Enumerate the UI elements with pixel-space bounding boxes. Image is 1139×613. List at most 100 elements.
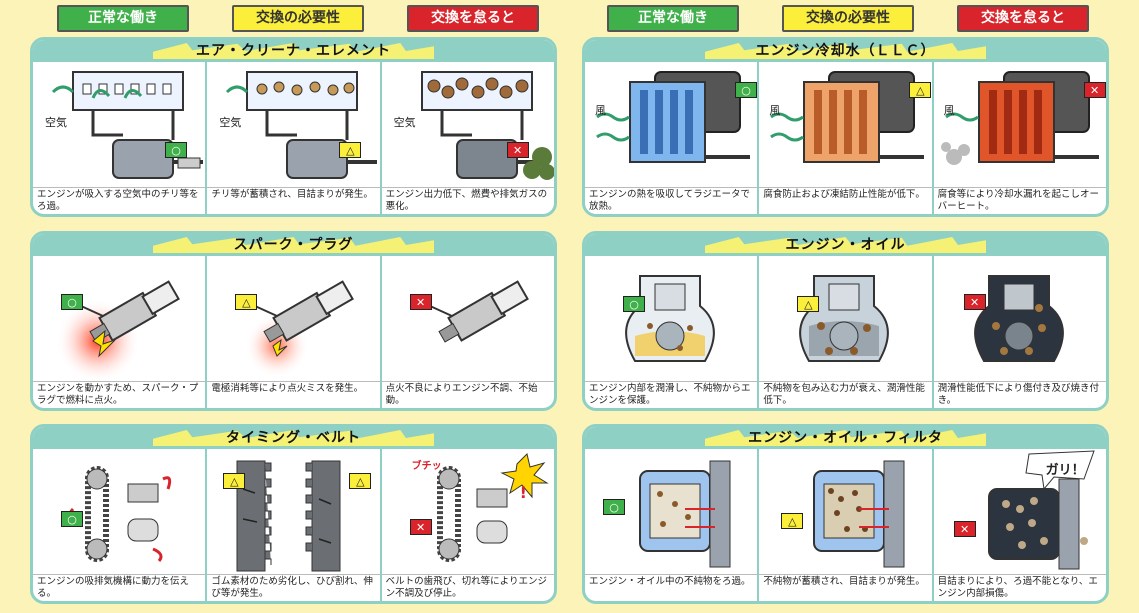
cell-normal: ○ エンジンを動かすため、スパーク・プラグで燃料に点火。 <box>33 256 208 408</box>
panel-coolant: エンジン冷却水（ＬＬＣ） 風 ○ エンジンの熱を吸収してラジエータで放熱。 風 <box>582 37 1109 217</box>
exclamation-label: ! <box>519 483 527 502</box>
warn-sign-icon: △ <box>781 513 804 529</box>
spark-plug-worn-illustration <box>245 280 355 378</box>
cell-need: △ △ ゴム素材のため劣化し、ひび割れ、伸び等が発生。 <box>207 449 382 601</box>
caption-neglect: 腐食等により冷却水漏れを起こしオーバーヒート。 <box>933 187 1106 214</box>
engine-oil-degraded-illustration <box>799 275 890 362</box>
panel-title: エンジン・オイル・フィルタ <box>748 430 943 446</box>
wind-label: 風 <box>769 104 781 117</box>
ok-sign-icon: ○ <box>603 499 625 515</box>
panel-timing-belt: タイミング・ベルト ○ エンジンの吸排気機構に動力を伝える。 <box>30 424 557 604</box>
cell-need: 空気 △ チリ等が蓄積され、目詰まりが発生。 <box>207 62 382 214</box>
air-filter-clogged-illustration <box>420 71 554 180</box>
cell-need: 風 △ 腐食防止および凍結防止性能が低下。 <box>759 62 934 214</box>
caption-neglect: 点火不良によりエンジン不調、不始動。 <box>381 381 554 408</box>
caption-normal: エンジンの吸排気機構に動力を伝える。 <box>33 574 206 601</box>
air-label: 空気 <box>219 116 242 129</box>
cell-neglect: ✕ 点火不良によりエンジン不調、不始動。 <box>381 256 554 408</box>
panel-engine-oil: エンジン・オイル ○ エンジン内部を潤滑し、不純物からエンジンを保護。 △ 不純 <box>582 231 1109 411</box>
ok-sign-icon: ○ <box>61 294 83 310</box>
oil-filter-failed-illustration <box>987 450 1095 570</box>
warn-sign-icon: △ <box>223 473 246 489</box>
caption-normal: エンジン・オイル中の不純物をろ過。 <box>585 574 758 601</box>
bad-sign-icon: ✕ <box>409 519 432 535</box>
bad-sign-icon: ✕ <box>953 521 976 537</box>
engine-oil-seized-illustration <box>973 275 1064 362</box>
air-label: 空気 <box>45 116 67 129</box>
ok-sign-icon: ○ <box>735 82 757 98</box>
warn-sign-icon: △ <box>339 142 362 158</box>
panel-oil-filter: エンジン・オイル・フィルタ ○ エンジン・オイル中の不純物をろ過。 △ 不純物が <box>582 424 1109 604</box>
caption-normal: エンジンが吸入する空気中のチリ等を ろ過。 <box>33 187 206 214</box>
cell-neglect: ブチッ ! ✕ ベルトの歯飛び、切れ等によりエンジン不調及び停止。 <box>381 449 554 601</box>
cell-normal: 空気 ○ エンジンが吸入する空気中のチリ等を ろ過。 <box>33 62 208 214</box>
bad-sign-icon: ✕ <box>506 142 529 158</box>
oil-filter-clogging-illustration <box>813 460 905 568</box>
timing-belt-normal-illustration <box>68 466 172 562</box>
cell-neglect: ✕ 潤滑性能低下により傷付き及び焼き付き。 <box>933 256 1106 408</box>
caption-neglect: ベルトの歯飛び、切れ等によりエンジン不調及び停止。 <box>381 574 554 601</box>
air-label: 空気 <box>393 116 416 129</box>
cell-normal: ○ エンジンの吸排気機構に動力を伝える。 <box>33 449 208 601</box>
caption-need: 電極消耗等により点火ミスを発生。 <box>207 381 380 408</box>
panel-air-cleaner: エア・クリーナ・エレメント 空気 ○ エンジンが吸入する空気中のチリ等を ろ過。 <box>30 37 557 217</box>
cell-normal: ○ エンジン内部を潤滑し、不純物からエンジンを保護。 <box>585 256 760 408</box>
timing-belt-broken-illustration <box>436 453 549 562</box>
caption-neglect: エンジン出力低下、燃費や排気ガスの悪化。 <box>381 187 554 214</box>
caption-need: 不純物が蓄積され、目詰まりが発生。 <box>759 574 932 601</box>
cell-need: △ 不純物が蓄積され、目詰まりが発生。 <box>759 449 934 601</box>
ok-sign-icon: ○ <box>61 511 83 527</box>
panel-spark-plug: スパーク・プラグ ○ エンジンを動かすため、スパーク・プラグで燃料に点火。 <box>30 231 557 411</box>
caption-normal: エンジンの熱を吸収してラジエータで放熱。 <box>585 187 758 214</box>
spark-plug-normal-illustration <box>56 280 180 382</box>
cell-neglect: ガリ！ ✕ 目詰まりにより、ろ過不能となり、エンジン内部損傷。 <box>933 449 1106 601</box>
bad-sign-icon: ✕ <box>409 294 432 310</box>
warn-sign-icon: △ <box>349 473 372 489</box>
cell-neglect: 風 ✕ 腐食等により冷却水漏れを起こしオーバーヒート。 <box>933 62 1106 214</box>
cell-need: △ 電極消耗等により点火ミスを発生。 <box>207 256 382 408</box>
oil-filter-clean-illustration <box>639 460 731 568</box>
panel-title: エンジン・オイル <box>785 237 906 253</box>
legend-normal-right: 正常な働き <box>607 5 739 32</box>
radiator-overheat-illustration <box>940 71 1099 165</box>
caption-normal: エンジンを動かすため、スパーク・プラグで燃料に点火。 <box>33 381 206 408</box>
air-filter-dusty-illustration <box>226 71 378 179</box>
legend-neglect-right: 交換を怠ると <box>957 5 1089 32</box>
cell-need: △ 不純物を包み込む力が衰え、潤滑性能低下。 <box>759 256 934 408</box>
bad-sign-icon: ✕ <box>1083 82 1106 98</box>
cell-neglect: 空気 ✕ エンジン出力低下、燃費や排気ガスの悪化。 <box>381 62 554 214</box>
legend-need-left: 交換の必要性 <box>232 5 364 32</box>
wind-label: 風 <box>595 104 606 117</box>
caption-normal: エンジン内部を潤滑し、不純物からエンジンを保護。 <box>585 381 758 408</box>
warn-sign-icon: △ <box>909 82 932 98</box>
cell-normal: ○ エンジン・オイル中の不純物をろ過。 <box>585 449 760 601</box>
radiator-normal-illustration <box>596 71 750 163</box>
panel-title: スパーク・プラグ <box>233 237 354 253</box>
caption-need: 不純物を包み込む力が衰え、潤滑性能低下。 <box>759 381 932 408</box>
air-filter-clean-illustration <box>51 71 203 179</box>
cell-normal: 風 ○ エンジンの熱を吸収してラジエータで放熱。 <box>585 62 760 214</box>
panel-title: エンジン冷却水（ＬＬＣ） <box>755 43 936 59</box>
legend-neglect-left: 交換を怠ると <box>407 5 539 32</box>
panel-title: タイミング・ベルト <box>226 430 361 446</box>
ok-sign-icon: ○ <box>165 142 187 158</box>
caption-need: ゴム素材のため劣化し、ひび割れ、伸び等が発生。 <box>207 574 380 601</box>
caption-need: チリ等が蓄積され、目詰まりが発生。 <box>207 187 380 214</box>
warn-sign-icon: △ <box>797 296 820 312</box>
radiator-corroded-illustration <box>770 71 925 163</box>
snap-sound-label: ブチッ <box>411 461 442 472</box>
wind-label: 風 <box>943 104 955 117</box>
legend-need-right: 交換の必要性 <box>782 5 914 32</box>
caption-neglect: 潤滑性能低下により傷付き及び焼き付き。 <box>933 381 1106 408</box>
warn-sign-icon: △ <box>235 294 258 310</box>
engine-oil-clean-illustration <box>625 275 715 362</box>
grinding-sound-label: ガリ！ <box>1045 463 1085 478</box>
bad-sign-icon: ✕ <box>963 294 986 310</box>
timing-belt-cracked-illustration <box>236 460 341 572</box>
ok-sign-icon: ○ <box>623 296 645 312</box>
panel-title: エア・クリーナ・エレメント <box>196 43 391 59</box>
legend-bar: 正常な働き 交換の必要性 交換を怠ると 正常な働き 交換の必要性 交換を怠ると <box>0 5 1139 32</box>
caption-need: 腐食防止および凍結防止性能が低下。 <box>759 187 932 214</box>
legend-normal-left: 正常な働き <box>57 5 189 32</box>
spark-plug-failed-illustration <box>429 280 529 343</box>
